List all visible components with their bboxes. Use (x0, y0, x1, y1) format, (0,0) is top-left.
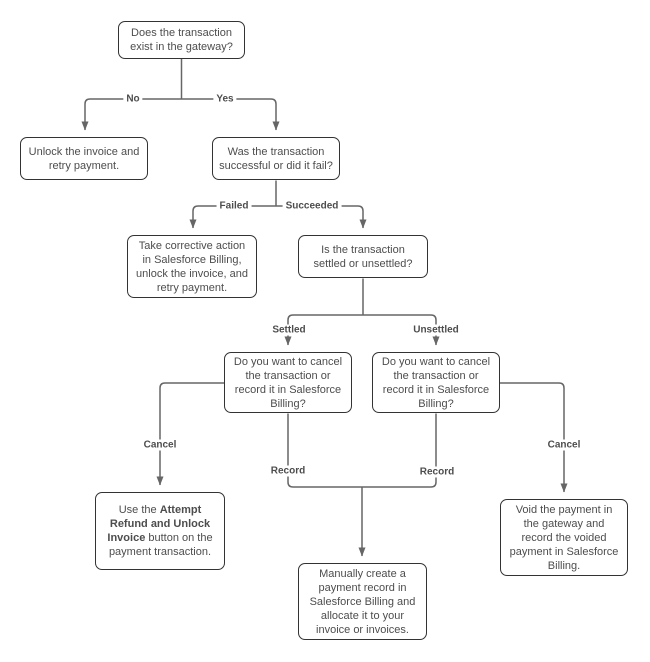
edge-label-unsettled: Unsettled (410, 324, 462, 336)
edge-cancel-left (156, 382, 224, 486)
edge-succeeded (276, 205, 367, 229)
edge-label-cancel-left: Cancel (140, 439, 180, 451)
edge-label-record-left: Record (267, 465, 309, 477)
edge-settled (284, 314, 363, 346)
edge-label-settled: Settled (269, 324, 309, 336)
node-unlock-invoice-retry: Unlock the invoice and retry payment. (20, 137, 148, 180)
node-transaction-success-question: Was the transaction successful or did it… (212, 137, 340, 180)
edge-label-yes: Yes (213, 93, 237, 105)
edge-record-left (287, 413, 362, 488)
attempt-refund-text: Use the Attempt Refund and Unlock Invoic… (107, 503, 212, 559)
edge-label-cancel-right: Cancel (544, 439, 584, 451)
attempt-refund-post: button on the payment transaction. (108, 532, 213, 558)
node-transaction-exists-question: Does the transaction exist in the gatewa… (118, 21, 245, 59)
edge-yes (181, 98, 280, 131)
edge-record-right (362, 413, 437, 488)
node-corrective-action: Take corrective action in Salesforce Bil… (127, 235, 257, 298)
node-cancel-or-record-settled: Do you want to cancel the transaction or… (224, 352, 352, 413)
node-void-payment: Void the payment in the gateway and reco… (500, 499, 628, 576)
node-cancel-or-record-unsettled: Do you want to cancel the transaction or… (372, 352, 500, 413)
edge-cancel-right (500, 382, 568, 493)
edge-label-record-right: Record (416, 466, 458, 478)
edge-no (81, 98, 182, 131)
node-manual-payment-record: Manually create a payment record in Sale… (298, 563, 427, 640)
edge-failed (189, 205, 276, 229)
node-attempt-refund-unlock-invoice: Use the Attempt Refund and Unlock Invoic… (95, 492, 225, 570)
edge-label-failed: Failed (216, 200, 252, 212)
attempt-refund-pre: Use the (118, 504, 160, 516)
edge-unsettled (363, 314, 440, 346)
attempt-refund-bold: Attempt Refund and Unlock Invoice (107, 504, 211, 544)
edge-label-no: No (123, 93, 143, 105)
edge-label-succeeded: Succeeded (282, 200, 342, 212)
node-settled-question: Is the transaction settled or unsettled? (298, 235, 428, 278)
